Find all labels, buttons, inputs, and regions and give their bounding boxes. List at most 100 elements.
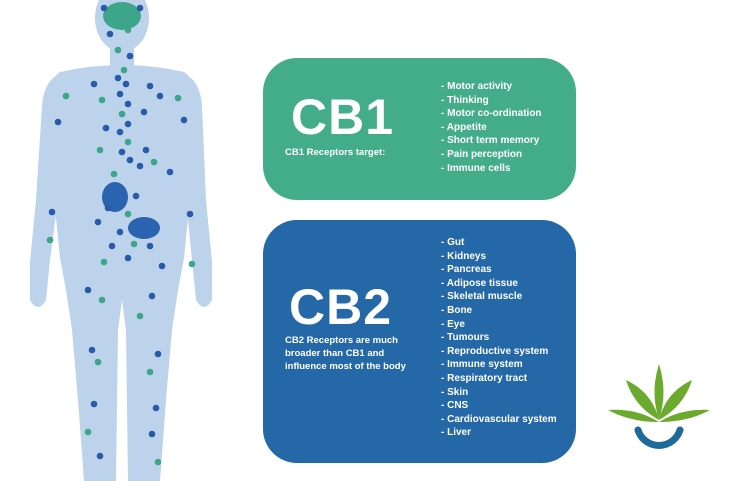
cb2-title: CB2: [289, 279, 393, 335]
receptor-dot: [84, 428, 92, 436]
cb1-target-item: Appetite: [441, 121, 542, 135]
receptor-dot: [174, 94, 182, 102]
receptor-dots: [46, 4, 196, 466]
liver-organ: [128, 217, 160, 239]
cb1-target-list: Motor activityThinkingMotor co-ordinatio…: [441, 80, 542, 175]
receptor-dot: [98, 96, 106, 104]
cb1-title: CB1: [291, 89, 395, 145]
receptor-dot: [146, 82, 154, 90]
receptor-dot: [90, 400, 98, 408]
receptor-dot: [152, 404, 160, 412]
receptor-dot: [150, 158, 158, 166]
receptor-dot: [154, 350, 162, 358]
receptor-dot: [102, 124, 110, 132]
cb1-target-item: Motor activity: [441, 80, 542, 94]
cb2-target-item: Liver: [441, 426, 557, 440]
receptor-dot: [116, 90, 124, 98]
receptor-dot: [148, 430, 156, 438]
receptor-dot: [116, 128, 124, 136]
receptor-dot: [124, 254, 132, 262]
receptor-dot: [96, 146, 104, 154]
receptor-dot: [132, 192, 140, 200]
cb2-target-item: Adipose tissue: [441, 277, 557, 291]
receptor-dot: [136, 162, 144, 170]
receptor-dot: [180, 116, 188, 124]
receptor-dot: [96, 452, 104, 460]
receptor-dot: [120, 66, 128, 74]
receptor-dot: [188, 260, 196, 268]
left-arm-shape: [30, 74, 64, 307]
receptor-dot: [156, 92, 164, 100]
receptor-dot: [146, 368, 154, 376]
cb2-target-item: Tumours: [441, 331, 557, 345]
receptor-dot: [116, 228, 124, 236]
receptor-dot: [100, 258, 108, 266]
receptor-dot: [124, 138, 132, 146]
human-body-silhouette-icon: [30, 0, 212, 481]
receptor-dot: [140, 108, 148, 116]
receptor-dot: [186, 210, 194, 218]
cb2-target-item: CNS: [441, 399, 557, 413]
cb1-target-item: Immune cells: [441, 162, 542, 176]
cb2-target-list: GutKidneysPancreasAdipose tissueSkeletal…: [441, 236, 557, 440]
receptor-dot: [108, 242, 116, 250]
torso-legs-shape: [48, 65, 196, 481]
cb2-target-item: Skin: [441, 386, 557, 400]
receptor-dot: [124, 26, 132, 34]
receptor-dot: [122, 80, 130, 88]
cb2-target-item: Gut: [441, 236, 557, 250]
receptor-dot: [100, 4, 108, 12]
receptor-dot: [88, 346, 96, 354]
receptor-dot: [130, 240, 138, 248]
receptor-dot: [46, 236, 54, 244]
cb1-target-item: Thinking: [441, 94, 542, 108]
receptor-dot: [104, 204, 112, 212]
cb2-target-item: Immune system: [441, 358, 557, 372]
receptor-dot: [118, 148, 126, 156]
receptor-dot: [90, 80, 98, 88]
receptor-dot: [142, 146, 150, 154]
cb1-target-item: Motor co-ordination: [441, 107, 541, 121]
cannabis-leaf-logo-icon: [608, 364, 710, 449]
receptor-dot: [166, 168, 174, 176]
receptor-dot: [126, 52, 134, 60]
human-body-illustration: [30, 0, 212, 481]
receptor-dot: [146, 242, 154, 250]
receptor-dot: [118, 110, 126, 118]
receptor-dot: [94, 218, 102, 226]
receptor-dot: [106, 30, 114, 38]
receptor-dot: [148, 292, 156, 300]
cb2-target-item: Respiratory tract: [441, 372, 557, 386]
cb2-target-item: Bone: [441, 304, 557, 318]
receptor-dot: [54, 118, 62, 126]
cb2-target-item: Kidneys: [441, 250, 557, 264]
cb1-target-item: Pain perception: [441, 148, 542, 162]
right-arm-shape: [180, 74, 212, 307]
cb2-target-item: Skeletal muscle: [441, 290, 557, 304]
receptor-dot: [124, 120, 132, 128]
cb2-subtitle: CB2 Receptors are much broader than CB1 …: [285, 335, 406, 372]
receptor-dot: [154, 458, 162, 466]
receptor-dot: [126, 156, 134, 164]
cb1-card: CB1 CB1 Receptors target: Motor activity…: [263, 58, 576, 200]
cb2-target-item: Eye: [441, 318, 557, 332]
stomach-organ: [102, 182, 128, 212]
cb1-target-item: Short term memory: [441, 134, 542, 148]
receptor-dot: [124, 100, 132, 108]
receptor-dot: [136, 312, 144, 320]
receptor-dot: [94, 358, 102, 366]
receptor-dot: [158, 262, 166, 270]
cb2-target-item: Pancreas: [441, 263, 557, 277]
receptor-dot: [124, 210, 132, 218]
cb1-subtitle: CB1 Receptors target:: [285, 147, 386, 158]
receptor-dot: [114, 74, 122, 82]
receptor-dot: [114, 46, 122, 54]
receptor-dot: [110, 170, 118, 178]
cb2-target-item: Cardiovascular system: [441, 413, 557, 427]
cb2-card: CB2 CB2 Receptors are much broader than …: [263, 220, 576, 463]
brain-cluster: [103, 2, 141, 30]
receptor-dot: [48, 208, 56, 216]
receptor-dot: [98, 296, 106, 304]
receptor-dot: [136, 4, 144, 12]
